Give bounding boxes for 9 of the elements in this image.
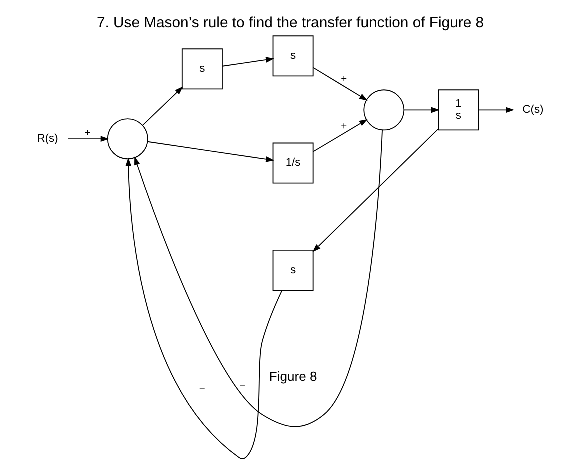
caption: Figure 8 [269,369,318,384]
edge-label: + [341,74,348,86]
edge-label: − [199,384,206,396]
node-text: R(s) [37,132,58,145]
edge-label: − [240,382,246,393]
node-text: C(s) [522,104,544,116]
diagram-title: 7. Use Mason’s rule to find the transfer function of Figure 8 [96,16,484,32]
edge-label: + [341,122,348,133]
edge-label: + [84,128,91,140]
